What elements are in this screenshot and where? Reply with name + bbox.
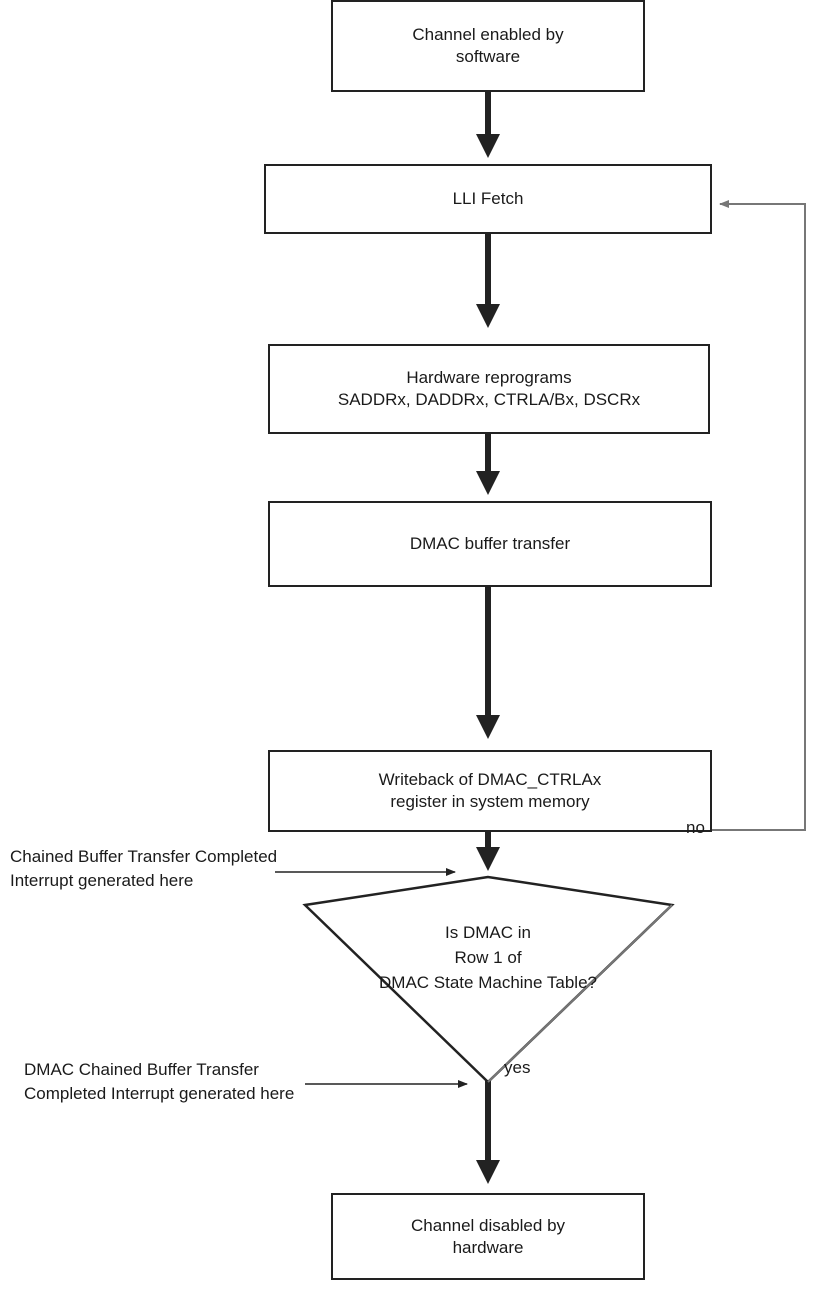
node-channel-disabled-line-2: hardware <box>452 1237 524 1257</box>
annotation-chained-interrupt-line-2: Interrupt generated here <box>10 871 194 890</box>
decision-question-line-2: Row 1 of <box>454 948 522 967</box>
node-lli-fetch-label: LLI Fetch <box>452 189 524 208</box>
node-hardware-reprograms-line-1: Hardware reprograms <box>406 368 572 387</box>
decision-question-line-3: DMAC State Machine Table? <box>379 973 597 992</box>
node-channel-enabled-line-1: Channel enabled by <box>412 25 564 44</box>
decision-question: Is DMAC in Row 1 of DMAC State Machine T… <box>338 920 638 995</box>
node-writeback: Writeback of DMAC_CTRLAx register in sys… <box>268 750 712 832</box>
node-channel-disabled: Channel disabled by hardware <box>331 1193 645 1280</box>
node-lli-fetch: LLI Fetch <box>264 164 712 234</box>
edge-label-no: no <box>686 818 705 837</box>
node-hardware-reprograms: Hardware reprograms SADDRx, DADDRx, CTRL… <box>268 344 710 434</box>
annotation-chained-interrupt-line-1: Chained Buffer Transfer Completed <box>10 847 278 866</box>
node-buffer-transfer: DMAC buffer transfer <box>268 501 712 587</box>
node-buffer-transfer-label: DMAC buffer transfer <box>409 534 571 553</box>
annotation-chained-interrupt: Chained Buffer Transfer Completed Interr… <box>10 845 277 893</box>
node-channel-enabled: Channel enabled by software <box>331 0 645 92</box>
annotation-dmac-chained-interrupt: DMAC Chained Buffer Transfer Completed I… <box>24 1058 294 1106</box>
decision-diamond-bottom-right-edge <box>487 904 673 1083</box>
node-writeback-line-2: register in system memory <box>390 792 590 811</box>
node-channel-enabled-line-2: software <box>455 47 521 66</box>
annotation-dmac-chained-interrupt-line-2: Completed Interrupt generated here <box>24 1084 295 1103</box>
annotation-dmac-chained-interrupt-line-1: DMAC Chained Buffer Transfer <box>24 1060 259 1079</box>
edge-label-yes: yes <box>504 1058 531 1077</box>
decision-question-line-1: Is DMAC in <box>445 923 531 942</box>
node-writeback-line-1: Writeback of DMAC_CTRLAx <box>378 770 602 789</box>
loop-back-no-path <box>672 200 806 831</box>
node-channel-disabled-line-1: Channel disabled by <box>410 1215 566 1235</box>
node-hardware-reprograms-line-2: SADDRx, DADDRx, CTRLA/Bx, DSCRx <box>337 390 641 409</box>
